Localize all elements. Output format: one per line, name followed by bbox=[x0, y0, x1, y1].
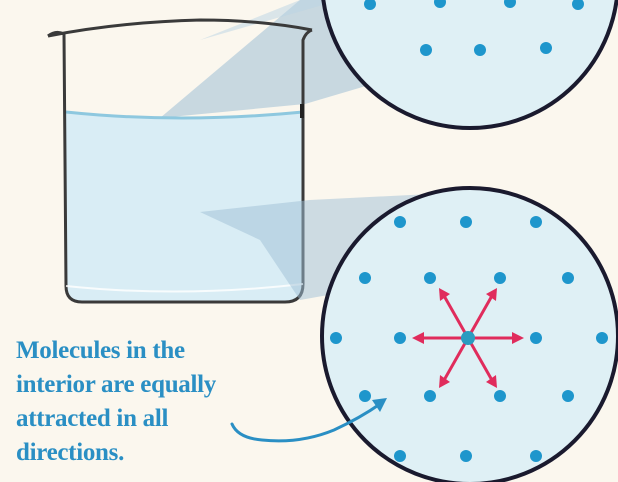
caption-line: interior are equally bbox=[16, 368, 276, 402]
molecule bbox=[530, 450, 542, 462]
molecule bbox=[562, 272, 574, 284]
interior-magnified-view bbox=[322, 188, 618, 482]
center-molecule bbox=[461, 331, 475, 345]
molecule bbox=[494, 390, 506, 402]
molecule bbox=[359, 390, 371, 402]
molecule bbox=[424, 390, 436, 402]
molecule bbox=[494, 272, 506, 284]
surface-magnified-view bbox=[322, 0, 618, 128]
molecule bbox=[530, 332, 542, 344]
caption: Molecules in the interior are equally at… bbox=[16, 334, 276, 470]
molecule bbox=[530, 216, 542, 228]
molecule bbox=[394, 450, 406, 462]
caption-line: attracted in all bbox=[16, 402, 276, 436]
molecule bbox=[460, 450, 472, 462]
molecule bbox=[474, 44, 486, 56]
molecule bbox=[562, 390, 574, 402]
molecule bbox=[359, 272, 371, 284]
molecule bbox=[596, 332, 608, 344]
molecule bbox=[424, 272, 436, 284]
caption-line: Molecules in the bbox=[16, 334, 276, 368]
molecule bbox=[394, 216, 406, 228]
caption-line: directions. bbox=[16, 436, 276, 470]
molecule bbox=[420, 44, 432, 56]
molecule bbox=[540, 42, 552, 54]
molecule bbox=[460, 216, 472, 228]
molecule bbox=[394, 332, 406, 344]
surface-circle bbox=[322, 0, 618, 128]
molecule bbox=[330, 332, 342, 344]
beaker-surface-mark bbox=[300, 104, 304, 118]
